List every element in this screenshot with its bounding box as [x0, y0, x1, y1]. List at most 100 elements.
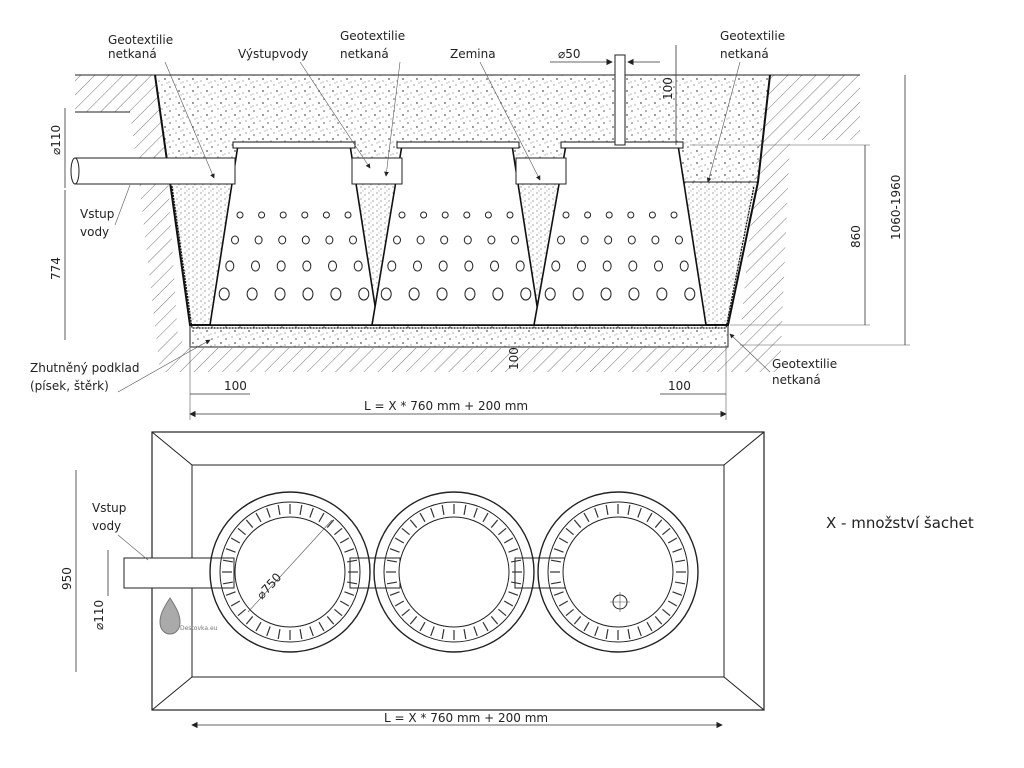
vent-pipe [614, 54, 626, 146]
ring-tick [550, 559, 561, 563]
dim-100-left: 100 [224, 379, 247, 393]
perforation-hole [274, 287, 286, 301]
ring-tick [347, 581, 358, 585]
ring-tick [605, 629, 609, 640]
ring-tick [553, 548, 564, 553]
ring-tick [255, 621, 262, 632]
perforation-hole [654, 260, 664, 272]
ring-tick [511, 559, 522, 563]
base-layer-label-2: (písek, štěrk) [30, 379, 109, 393]
ring-circle [234, 516, 346, 628]
dim-774: 774 [49, 257, 63, 280]
plan-view: ⌀750 Vstup vody 950 ⌀110 Destovka.eu L =… [60, 431, 765, 729]
perforation-hole [605, 211, 613, 219]
ring-tick [318, 621, 325, 632]
water-inlet-label-2: vody [80, 225, 109, 239]
plan-chamber-ring [373, 491, 535, 653]
ring-tick [646, 621, 653, 632]
ring-tick [326, 519, 335, 528]
plan-water-inlet-label-2: vody [92, 519, 121, 533]
ring-tick [473, 626, 478, 637]
perforation-hole [436, 287, 448, 301]
pipe-diameter-label: ⌀110 [49, 125, 63, 155]
ring-tick [441, 504, 445, 515]
watermark: Destovka.eu [180, 625, 218, 632]
ring-tick [594, 507, 599, 518]
ring-tick [326, 616, 335, 625]
ring-tick [583, 621, 590, 632]
perforation-hole [276, 260, 286, 272]
ring-circle [547, 501, 689, 643]
perforation-hole [651, 235, 660, 245]
ring-tick [558, 537, 569, 544]
water-inlet-leader [114, 184, 131, 226]
perforation-hole [580, 235, 589, 245]
ring-tick [637, 507, 642, 518]
ring-tick [482, 621, 489, 632]
ring-tick [339, 600, 350, 607]
perforation-hole [520, 287, 532, 301]
ring-tick [401, 527, 410, 536]
perforation-hole [353, 260, 363, 272]
perforation-hole [628, 260, 638, 272]
plan-corner-br [723, 676, 765, 711]
ring-tick [255, 512, 262, 523]
perforation-hole [557, 235, 565, 245]
ring-tick [441, 629, 445, 640]
geotextile-bottom-label-2: netkaná [772, 373, 821, 387]
perforation-hole [628, 287, 640, 301]
ring-tick [662, 527, 671, 536]
ring-tick [309, 507, 314, 518]
perforation-hole [490, 260, 500, 272]
ring-tick [299, 629, 303, 640]
geotextile-right-label-2: netkaná [720, 47, 769, 61]
ring-tick [498, 527, 507, 536]
ring-tick [386, 559, 397, 563]
ring-tick [266, 507, 271, 518]
perforation-hole [463, 235, 472, 245]
ring-tick [667, 600, 678, 607]
perforation-hole [484, 211, 492, 219]
soil-label: Zemina [450, 47, 496, 61]
dim-1060-1960: 1060-1960 [889, 175, 903, 240]
ring-tick [565, 527, 574, 536]
plan-corner-tl [151, 431, 193, 466]
perforation-hole [398, 211, 406, 219]
ring-tick [594, 626, 599, 637]
ring-tick [419, 512, 426, 523]
perforation-hole [387, 260, 397, 272]
ring-tick [508, 548, 519, 553]
plan-chamber-ring [209, 491, 371, 653]
ring-tick [389, 591, 400, 596]
geotextile-right-leader [706, 61, 741, 183]
perforation-hole [648, 211, 656, 219]
ring-tick [347, 559, 358, 563]
dim-100-top: 100 [661, 77, 675, 100]
perforation-hole [487, 235, 496, 245]
perforation-hole [604, 235, 613, 245]
perforation-hole [627, 235, 636, 245]
ring-tick [672, 591, 683, 596]
perforation-hole [684, 287, 696, 301]
ring-tick [583, 512, 590, 523]
perforation-hole [576, 260, 586, 272]
perforation-hole [344, 211, 352, 219]
ring-tick [637, 626, 642, 637]
perforation-hole [627, 211, 635, 219]
perforation-hole [656, 287, 668, 301]
ring-tick [339, 537, 350, 544]
ring-tick [654, 519, 663, 528]
x-note-label: X - množství šachet [826, 514, 974, 532]
perforation-hole [506, 211, 514, 219]
ring-tick [409, 519, 418, 528]
ring-tick [266, 626, 271, 637]
ring-tick [222, 559, 233, 563]
geotextile-mid-label-2: netkaná [340, 47, 389, 61]
section-view: Geotextilie netkaná Výstupvody Geotextil… [30, 29, 910, 420]
ring-tick [318, 512, 325, 523]
ring-tick [627, 504, 631, 515]
ring-circle [209, 491, 371, 653]
perforation-hole [416, 235, 425, 245]
ring-circle [383, 501, 525, 643]
